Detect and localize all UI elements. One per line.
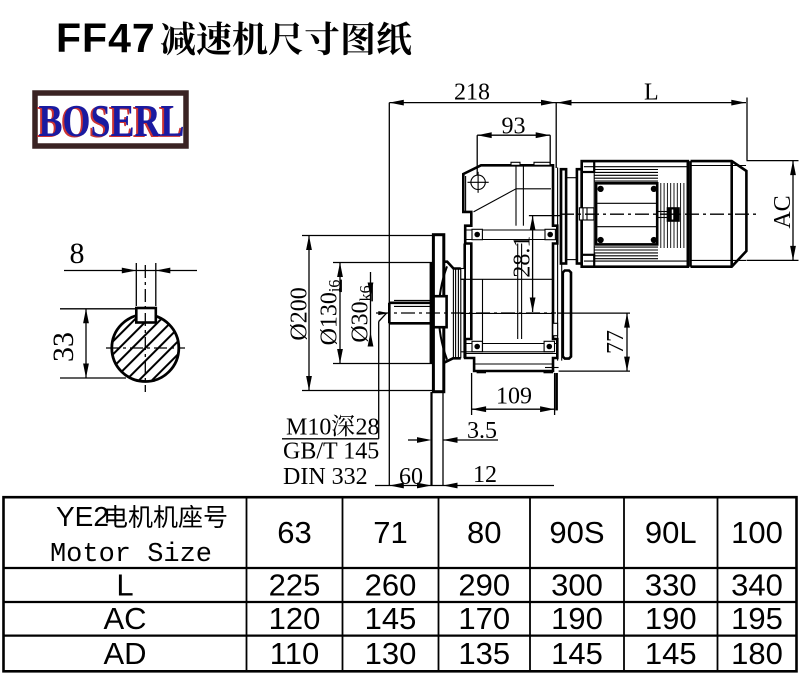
svg-text:AD: AD xyxy=(103,636,146,671)
svg-text:Ø130i6: Ø130i6 xyxy=(316,280,343,346)
svg-text:33: 33 xyxy=(47,332,80,362)
svg-text:8: 8 xyxy=(70,237,85,270)
svg-text:YE2: YE2 xyxy=(56,501,109,532)
svg-text:71: 71 xyxy=(373,515,407,550)
svg-text:Ø30k6: Ø30k6 xyxy=(347,285,374,342)
svg-text:180: 180 xyxy=(731,636,783,671)
svg-text:225: 225 xyxy=(269,568,321,603)
svg-text:Ø200: Ø200 xyxy=(287,287,313,340)
svg-text:190: 190 xyxy=(645,601,697,636)
svg-text:L: L xyxy=(644,80,659,106)
svg-text:90L: 90L xyxy=(645,515,697,550)
svg-text:GB/T 145: GB/T 145 xyxy=(283,439,379,465)
svg-text:60: 60 xyxy=(399,464,423,490)
svg-text:80: 80 xyxy=(467,515,501,550)
svg-text:77: 77 xyxy=(603,330,629,354)
svg-text:Motor Size: Motor Size xyxy=(50,540,212,570)
svg-text:145: 145 xyxy=(551,636,603,671)
svg-text:145: 145 xyxy=(365,601,417,636)
svg-text:100: 100 xyxy=(731,515,783,550)
svg-text:12: 12 xyxy=(473,462,497,488)
svg-text:93: 93 xyxy=(502,114,526,140)
svg-text:190: 190 xyxy=(551,601,603,636)
svg-text:260: 260 xyxy=(365,568,417,603)
svg-text:195: 195 xyxy=(731,601,783,636)
svg-text:130: 130 xyxy=(365,636,417,671)
svg-text:BOSERL: BOSERL xyxy=(39,96,185,146)
svg-text:63: 63 xyxy=(277,515,311,550)
svg-text:120: 120 xyxy=(269,601,321,636)
svg-text:AC: AC xyxy=(103,601,146,636)
svg-text:218: 218 xyxy=(454,80,490,106)
svg-text:28: 28 xyxy=(356,415,380,441)
svg-text:170: 170 xyxy=(458,601,510,636)
svg-text:90S: 90S xyxy=(549,515,604,550)
svg-text:330: 330 xyxy=(645,568,697,603)
svg-text:340: 340 xyxy=(731,568,783,603)
svg-text:109: 109 xyxy=(496,384,532,410)
svg-text:BOSERL: BOSERL xyxy=(37,97,183,147)
svg-text:290: 290 xyxy=(458,568,510,603)
svg-text:135: 135 xyxy=(458,636,510,671)
svg-text:M10: M10 xyxy=(286,415,331,441)
svg-text:110: 110 xyxy=(270,636,319,671)
svg-text:3.5: 3.5 xyxy=(467,418,497,444)
svg-text:DIN 332: DIN 332 xyxy=(283,464,368,490)
svg-text:AC: AC xyxy=(770,195,796,228)
svg-text:FF47: FF47 xyxy=(56,15,156,61)
svg-text:300: 300 xyxy=(551,568,603,603)
svg-text:145: 145 xyxy=(645,636,697,671)
svg-text:28.1: 28.1 xyxy=(510,236,536,278)
svg-text:L: L xyxy=(116,568,133,603)
